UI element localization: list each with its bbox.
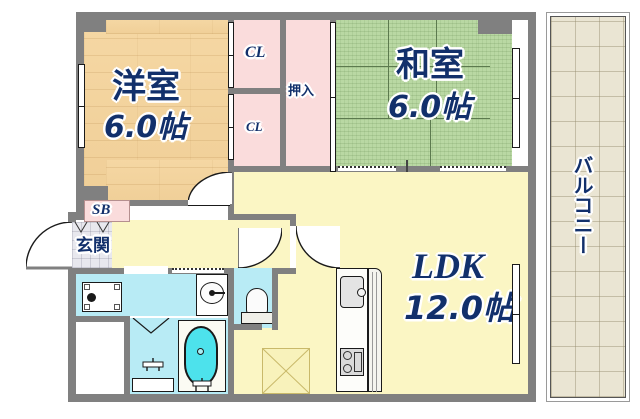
- label-yoshitsu-name: 洋室: [112, 67, 180, 107]
- washing-machine-foot-3: [84, 304, 90, 310]
- closet-cl-lower: [234, 94, 280, 166]
- wall-hall-top: [84, 200, 234, 206]
- bath-bench: [132, 378, 174, 392]
- label-oshiire: 押入: [288, 84, 315, 99]
- wall-closet-bottom: [234, 166, 286, 172]
- wall-ldk-step: [234, 214, 296, 220]
- label-balcony: バルコニー: [570, 155, 594, 255]
- washing-machine-drain-icon: [87, 293, 96, 302]
- toilet-tank: [241, 312, 273, 324]
- wall-between-closets: [234, 88, 280, 94]
- wall-toilet-bottom: [234, 324, 262, 330]
- tatami-seam-2: [336, 118, 436, 119]
- bathtub: [184, 326, 218, 386]
- wall-oshiire-bottom: [286, 166, 336, 172]
- washitsu-tatami-right: [478, 34, 512, 172]
- label-ldk-name: LDK: [412, 246, 484, 286]
- bathtub-faucet-icon: [192, 378, 212, 391]
- tatami-seam-6: [436, 118, 490, 119]
- stove-burner-1: [343, 351, 352, 360]
- washbasin-drain-icon: [209, 290, 215, 296]
- outer-wall-right: [528, 12, 536, 402]
- tatami-seam-4: [436, 20, 437, 118]
- sliding-door-yoshitsu-cl-lower[interactable]: [228, 94, 234, 160]
- wall-bath-left: [124, 316, 130, 394]
- outer-wall-top: [76, 12, 536, 20]
- label-yoshitsu-size: 6.0帖: [104, 110, 188, 145]
- ldk-floor-hatch-cross-icon: [262, 348, 310, 394]
- label-ldk-size: 12.0帖: [404, 289, 515, 327]
- window-washitsu-balcony[interactable]: [512, 48, 520, 148]
- tatami-seam-5: [388, 66, 389, 118]
- bathtub-drain-icon: [197, 348, 204, 355]
- room-genkan: [72, 222, 112, 268]
- door-yoshitsu-opening: [188, 200, 230, 206]
- fusuma-washitsu-ldk-right[interactable]: [440, 166, 506, 171]
- wall-hall-top-right: [228, 200, 234, 220]
- label-closet-upper: CL: [245, 44, 266, 61]
- washroom-door-opening[interactable]: [124, 266, 168, 274]
- shower-mixer-icon: [142, 358, 164, 371]
- washroom-sliding-rail[interactable]: [172, 268, 224, 273]
- washing-machine-pan: [82, 282, 122, 312]
- sliding-door-yoshitsu-cl-upper[interactable]: [228, 22, 234, 88]
- kitchen-partition-line-2: [376, 272, 377, 392]
- outer-wall-bottom: [68, 394, 536, 402]
- window-yoshitsu-left[interactable]: [78, 64, 85, 148]
- yoshitsu-floor-ext: [106, 20, 230, 34]
- storage-shoe-box: [84, 200, 130, 222]
- window-ldk-balcony[interactable]: [512, 264, 520, 364]
- wall-closet-right: [280, 20, 286, 166]
- wall-bath-top-left: [76, 316, 124, 322]
- sliding-door-oshiire[interactable]: [330, 22, 336, 172]
- kitchen-partition: [368, 268, 382, 392]
- entrance-door-swing-icon[interactable]: [26, 222, 72, 270]
- stove-burner-2: [343, 364, 352, 373]
- label-washitsu-size: 6.0帖: [388, 90, 472, 125]
- tatami-seam-7: [430, 118, 431, 172]
- wall-water-right: [228, 268, 234, 394]
- stove-grill: [354, 352, 362, 372]
- washbasin-faucet-icon: [213, 292, 225, 294]
- label-genkan: 玄関: [76, 236, 110, 256]
- washing-machine-foot-1: [84, 284, 90, 290]
- door-ldk-swing-icon[interactable]: [296, 226, 340, 268]
- room-balcony: [550, 16, 626, 398]
- label-shoe-box: SB: [92, 202, 111, 218]
- tatami-seam-1: [336, 66, 490, 67]
- yoshitsu-notch-wall: [76, 12, 106, 32]
- closet-cl-upper: [234, 20, 280, 88]
- washing-machine-foot-4: [114, 304, 120, 310]
- label-closet-lower: CL: [246, 119, 263, 134]
- door-ldk-jamb: [290, 226, 296, 268]
- outer-wall-left-lower: [68, 212, 76, 402]
- label-washitsu-name: 和室: [396, 45, 464, 85]
- closet-oshiire: [286, 20, 330, 172]
- genkan-step-chevrons-icon: [74, 222, 110, 233]
- kitchen-partition-line-1: [372, 272, 373, 392]
- fusuma-center-post: [406, 160, 408, 172]
- yoshitsu-lower-left-wall: [84, 186, 108, 202]
- room-washitsu: [336, 20, 490, 172]
- tatami-seam-3: [388, 20, 389, 66]
- wall-washitsu-bottom: [336, 166, 528, 172]
- shoe-box-outline: [84, 200, 130, 222]
- kitchen-faucet-icon: [357, 288, 366, 297]
- washitsu-notch-wall: [478, 12, 512, 34]
- door-yoshitsu-swing-icon[interactable]: [188, 172, 232, 204]
- door-toilet-swing-icon[interactable]: [238, 228, 282, 268]
- wall-toilet-right: [272, 268, 278, 330]
- washing-machine-foot-2: [114, 284, 120, 290]
- bath-door-chevron-icon[interactable]: [132, 318, 170, 334]
- outer-wall-left-jog: [68, 212, 84, 220]
- fusuma-washitsu-ldk-left[interactable]: [338, 166, 396, 171]
